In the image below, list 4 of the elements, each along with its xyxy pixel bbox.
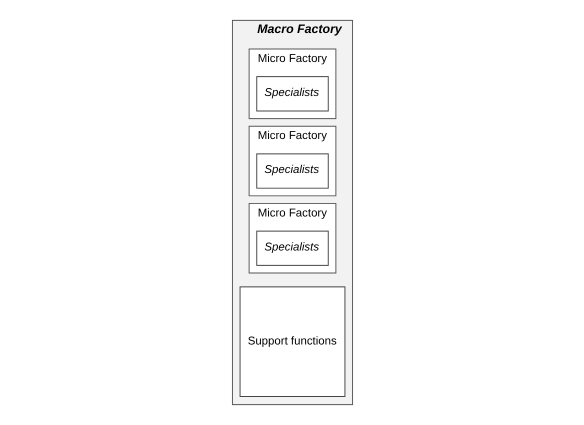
node-box: Specialists [256,153,328,189]
node-box: Support functions [239,286,345,397]
node-box: Specialists [256,76,328,112]
node-box: Specialists [256,230,328,266]
